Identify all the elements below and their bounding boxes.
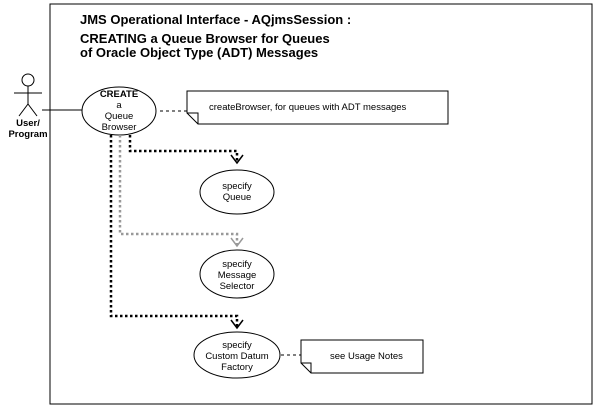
selector-dependency-line: [118, 135, 239, 245]
selector-use-case-line-1: specify: [222, 259, 252, 270]
main-use-case-line-3: Queue: [105, 111, 134, 122]
factory-dependency-line: [109, 135, 239, 327]
diagram-title-line-3: of Oracle Object Type (ADT) Messages: [80, 45, 318, 60]
actor-label-line-2: Program: [8, 129, 47, 140]
main-note-text: createBrowser, for queues with ADT messa…: [209, 102, 407, 113]
factory-use-case-line-1: specify: [222, 340, 252, 351]
diagram-title-line-1: JMS Operational Interface - AQjmsSession…: [80, 12, 351, 27]
diagram-title-line-2: CREATING a Queue Browser for Queues: [80, 31, 330, 46]
main-use-case-line-1: CREATE: [100, 89, 138, 100]
factory-note-box: [300, 339, 424, 374]
factory-note-text: see Usage Notes: [330, 351, 403, 362]
main-use-case-line-2: a: [116, 100, 122, 111]
selector-use-case-line-3: Selector: [220, 281, 255, 292]
factory-use-case-line-2: Custom Datum: [205, 351, 268, 362]
system-boundary: [49, 3, 593, 405]
specify-message-selector-use-case: [199, 249, 275, 299]
selector-use-case-line-2: Message: [218, 270, 257, 281]
factory-dependency-arrowhead: [230, 319, 244, 330]
specify-queue-use-case: [199, 169, 275, 215]
main-use-case-line-4: Browser: [102, 122, 137, 133]
queue-dependency-arrowhead: [230, 154, 244, 165]
queue-use-case-line-2: Queue: [223, 192, 252, 203]
queue-use-case-line-1: specify: [222, 181, 252, 192]
factory-use-case-line-3: Factory: [221, 362, 253, 373]
actor-label-line-1: User/: [16, 118, 40, 129]
selector-dependency-arrowhead: [230, 237, 244, 248]
main-note-box: [186, 90, 449, 125]
actor-figure: [14, 73, 42, 117]
specify-custom-datum-factory-use-case: [193, 331, 281, 379]
